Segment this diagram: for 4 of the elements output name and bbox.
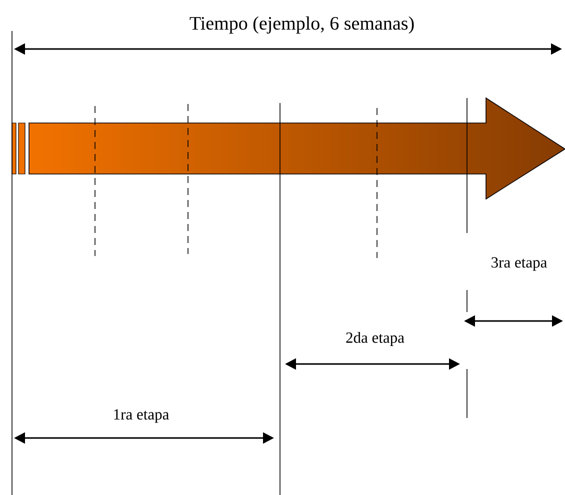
span-label: Tiempo (ejemplo, 6 semanas)	[190, 16, 414, 34]
span-label: 3ra etapa	[492, 257, 547, 271]
span-label: 1ra etapa	[114, 409, 169, 423]
span-label: 2da etapa	[346, 332, 404, 346]
